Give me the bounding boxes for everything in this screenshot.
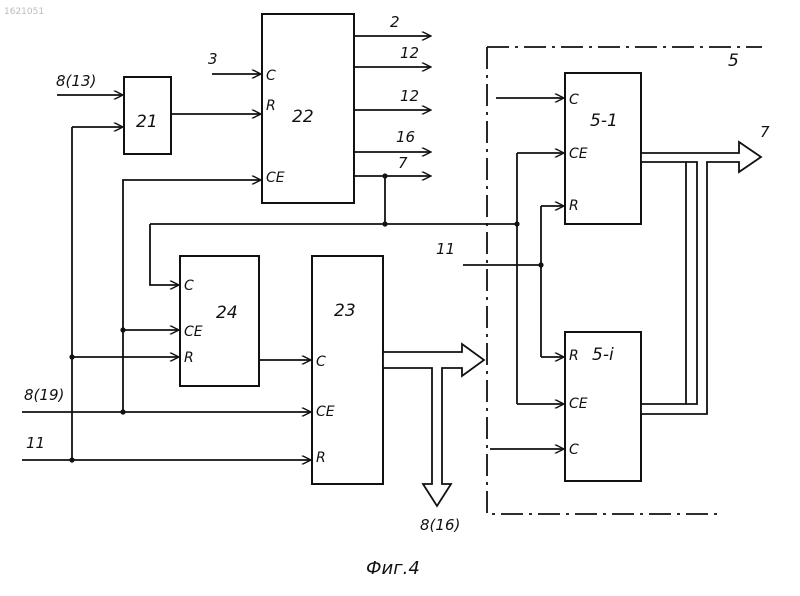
block-24-label: 24 — [216, 303, 238, 323]
junction — [69, 354, 74, 359]
signal-2-label: 2 — [390, 13, 400, 31]
figure-caption: Фиг.4 — [366, 558, 420, 579]
junction — [538, 262, 543, 267]
signal-16-label: 16 — [396, 128, 415, 146]
junction — [69, 457, 74, 462]
bus-5-output — [641, 142, 761, 414]
signal-12b-label: 12 — [400, 87, 419, 105]
signal-7-bus-label: 7 — [760, 123, 770, 141]
junction — [514, 221, 519, 226]
block-5-i-pin-c: C — [569, 442, 579, 458]
block-5-1-pin-ce: CE — [569, 146, 588, 162]
signal-8-16-label: 8(16) — [420, 516, 460, 534]
block-5-1-pin-r: R — [569, 198, 579, 214]
signal-3-label: 3 — [208, 50, 218, 68]
bus-23-output — [383, 344, 484, 506]
block-24-pin-ce: CE — [184, 324, 203, 340]
junction — [382, 173, 387, 178]
block-24-pin-c: C — [184, 278, 194, 294]
junction — [120, 409, 125, 414]
block-22-pin-c: C — [266, 68, 276, 84]
wire-to-24-c — [150, 224, 178, 285]
group-5-label: 5 — [728, 51, 739, 71]
group-5-boundary — [487, 47, 762, 514]
block-22-pin-r: R — [266, 98, 276, 114]
block-22-label: 22 — [292, 107, 314, 127]
signal-8-13-label: 8(13) — [56, 72, 96, 90]
junction — [120, 327, 125, 332]
block-5-1-pin-c: C — [569, 92, 579, 108]
block-5-i-label: 5-i — [592, 345, 614, 365]
signal-12a-label: 12 — [400, 44, 419, 62]
block-23-pin-ce: CE — [316, 404, 335, 420]
block-5-i-pin-r: R — [569, 348, 579, 364]
corner-mark: 1621051 — [4, 7, 44, 17]
block-5-1-label: 5-1 — [590, 111, 618, 131]
block-21-label: 21 — [136, 112, 158, 132]
block-22-pin-ce: CE — [266, 170, 285, 186]
block-24-pin-r: R — [184, 350, 194, 366]
block-5-i-pin-ce: CE — [569, 396, 588, 412]
wire-enable-bus — [123, 180, 260, 412]
signal-8-19-label: 8(19) — [24, 386, 64, 404]
block-23-pin-c: C — [316, 354, 326, 370]
signal-7-22-label: 7 — [398, 154, 408, 172]
block-23-pin-r: R — [316, 450, 326, 466]
signal-11-left-label: 11 — [26, 434, 45, 452]
block-23-label: 23 — [334, 301, 356, 321]
junction — [382, 221, 387, 226]
signal-11-mid-label: 11 — [436, 240, 455, 258]
